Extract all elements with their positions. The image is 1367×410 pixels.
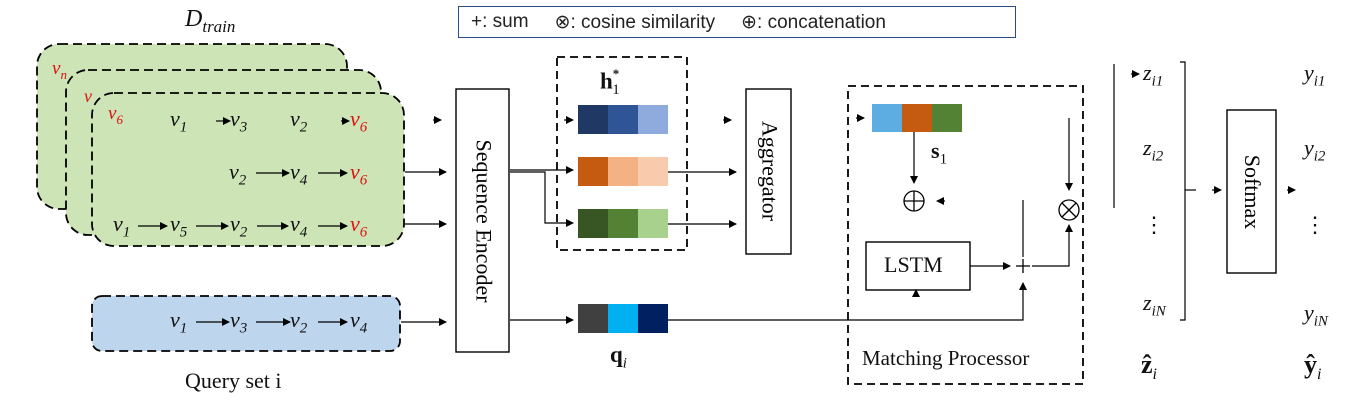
- z-output: zi2: [1143, 135, 1164, 165]
- concat-op: [903, 190, 925, 212]
- cosine-op: [1058, 199, 1080, 221]
- s-label: s1: [931, 138, 948, 168]
- legend-cosine: ⊗: cosine similarity: [554, 11, 716, 33]
- h-vector-3: [578, 209, 668, 238]
- h-vector-group: [556, 56, 688, 251]
- seq-row3-item: v6: [350, 211, 368, 241]
- y-output: yi2: [1304, 135, 1326, 165]
- lstm-label: LSTM: [884, 252, 943, 277]
- z-hat-label: ẑi: [1141, 350, 1157, 384]
- z-output: ziN: [1143, 290, 1166, 320]
- softmax-box: [1226, 109, 1277, 274]
- y-output: yi1: [1304, 60, 1326, 90]
- matching-processor-box: [847, 85, 1084, 385]
- y-hat-label: ŷi: [1304, 350, 1322, 384]
- q-vector: [578, 304, 668, 333]
- legend: +: sum ⊗: cosine similarity ⊕: concatena…: [458, 6, 1016, 38]
- seq-row1-item: v2: [290, 106, 308, 136]
- mid-card-first-item: v: [84, 86, 92, 106]
- softmax-label: Softmax: [1240, 154, 1265, 230]
- z-output: zi1: [1143, 60, 1164, 90]
- seq-row3-item: v2: [230, 211, 248, 241]
- query-card: [91, 295, 401, 352]
- y-output: ⋮: [1304, 212, 1326, 237]
- matching-processor-label: Matching Processor: [862, 346, 1030, 370]
- train-card-front: [91, 92, 405, 247]
- seq-row2-item: v4: [290, 159, 308, 189]
- q-label: qi: [610, 342, 627, 372]
- seq-row2-item: v6: [350, 159, 368, 189]
- train-set-label: Dtrain: [185, 6, 236, 36]
- y-output: yiN: [1304, 300, 1328, 330]
- query-set-label: Query set i: [185, 368, 282, 393]
- h-vector-2: [578, 157, 668, 186]
- h-vector-1: [578, 105, 668, 134]
- seq-row3-item: v4: [290, 211, 308, 241]
- aggregator-box: [745, 88, 792, 255]
- legend-concat: ⊕: concatenation: [741, 11, 886, 33]
- s-vector: [872, 104, 962, 132]
- back-card-first-item: vn: [52, 58, 67, 82]
- legend-sum: +: sum: [471, 11, 529, 32]
- seq-row3-item: v1: [113, 211, 131, 241]
- seq-row3-item: v5: [170, 211, 188, 241]
- z-output: ⋮: [1143, 212, 1165, 237]
- seq-row2-item: v2: [229, 159, 247, 189]
- query-seq-item: v3: [230, 307, 248, 337]
- front-card-first-item: v6: [108, 103, 123, 127]
- sequence-encoder-box: [455, 88, 510, 353]
- seq-row1-item: v1: [170, 106, 188, 136]
- seq-row1-item: v3: [230, 106, 248, 136]
- h-label: h*1: [600, 66, 620, 99]
- aggregator-label: Aggregator: [757, 120, 783, 222]
- query-seq-item: v4: [350, 307, 368, 337]
- query-seq-item: v2: [290, 307, 308, 337]
- query-seq-item: v1: [170, 307, 188, 337]
- seq-row1-item: v6: [350, 106, 368, 136]
- encoder-label: Sequence Encoder: [471, 139, 497, 303]
